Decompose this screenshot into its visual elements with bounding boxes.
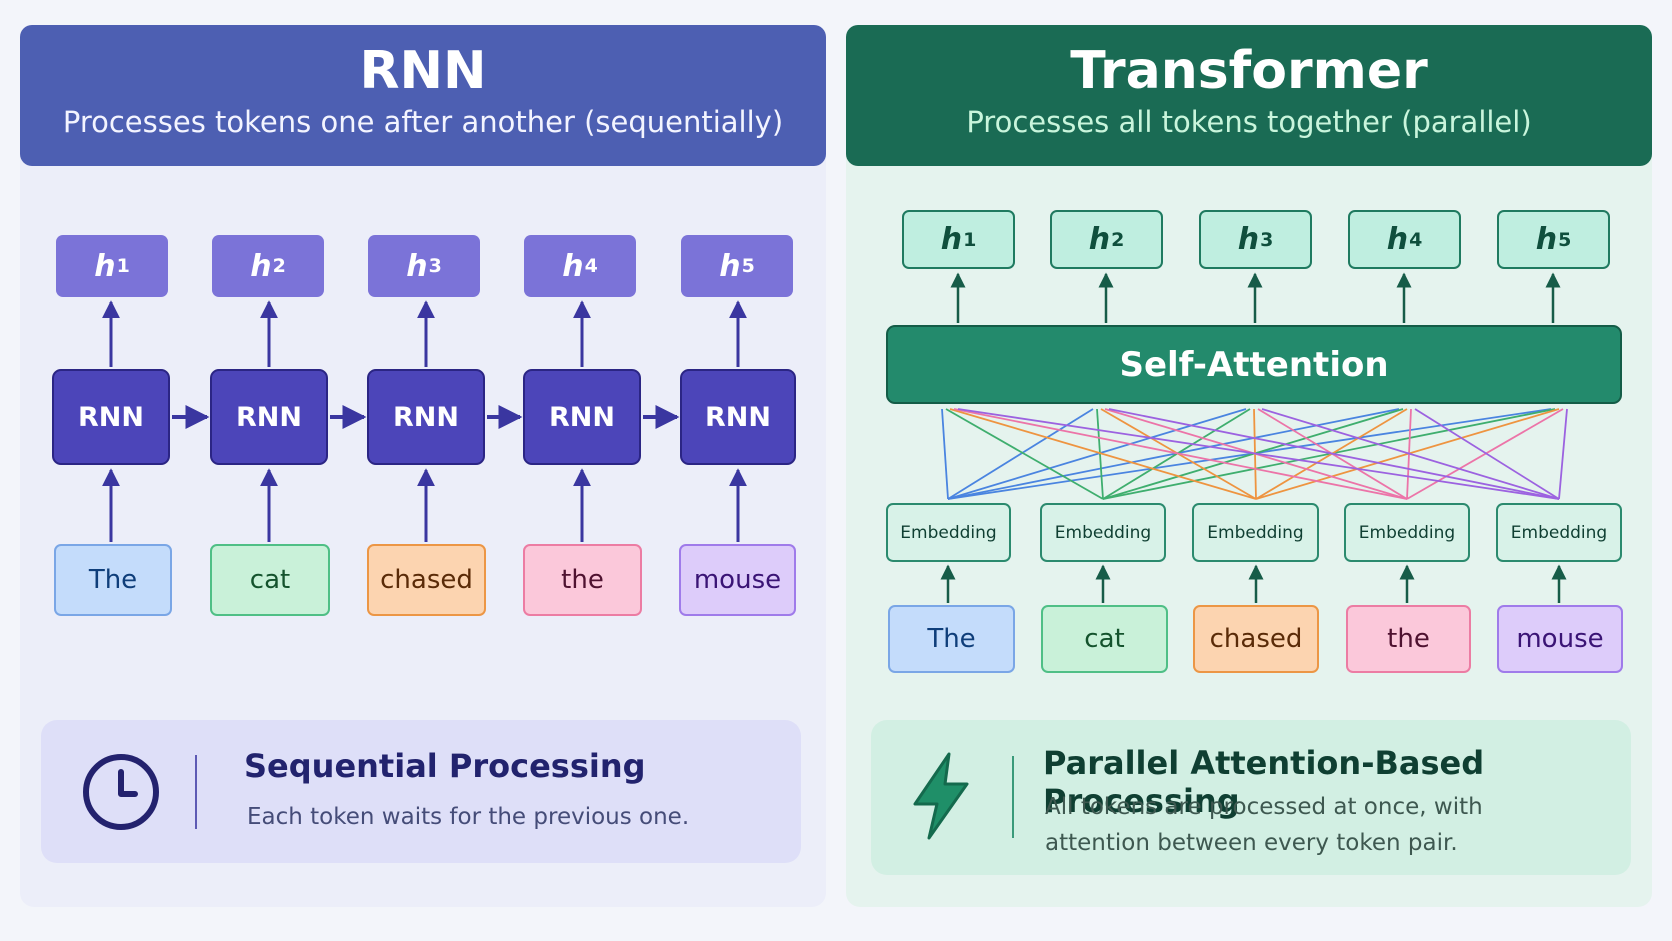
attention-connection-line: [1253, 408, 1257, 500]
rnn-header: RNN Processes tokens one after another (…: [20, 25, 826, 166]
transformer-token-5: mouse: [1497, 605, 1623, 673]
attention-connection-line: [1102, 408, 1556, 500]
embedding-2: Embedding: [1040, 503, 1166, 562]
attention-connection-line: [1102, 408, 1251, 500]
lightning-bolt-icon: [913, 752, 969, 840]
transformer-token-3: chased: [1193, 605, 1319, 673]
transformer-footer-divider: [1012, 756, 1014, 838]
rnn-footer-divider: [195, 755, 197, 829]
rnn-title: RNN: [359, 41, 487, 101]
rnn-token-2: cat: [210, 544, 330, 616]
attention-connection-line: [1261, 408, 1560, 500]
attention-connection-line: [947, 408, 1400, 500]
rnn-token-4: the: [523, 544, 642, 616]
rnn-footer-card: Sequential Processing Each token waits f…: [41, 720, 801, 863]
attention-connection-line: [957, 408, 1560, 500]
transformer-token-4: the: [1346, 605, 1471, 673]
attention-connection-line: [1406, 408, 1564, 500]
attention-connection-line: [1096, 408, 1104, 500]
transformer-panel: Transformer Processes all tokens togethe…: [846, 25, 1652, 907]
rnn-cell-2: RNN: [210, 369, 328, 465]
attention-connection-line: [953, 408, 1408, 500]
attention-connection-line: [947, 408, 1552, 500]
attention-connection-line: [1104, 408, 1408, 500]
attention-connection-line: [945, 408, 1104, 500]
attention-connection-line: [949, 408, 1257, 500]
attention-connection-line: [941, 408, 949, 500]
rnn-cell-4: RNN: [523, 369, 641, 465]
rnn-token-1: The: [54, 544, 172, 616]
attention-connection-line: [1255, 408, 1408, 500]
attention-connection-line: [1255, 408, 1560, 500]
attention-connection-line: [1406, 408, 1412, 500]
rnn-subtitle: Processes tokens one after another (sequ…: [62, 105, 784, 139]
rnn-cell-3: RNN: [367, 369, 485, 465]
attention-connection-line: [1558, 408, 1568, 500]
transformer-header: Transformer Processes all tokens togethe…: [846, 25, 1652, 166]
attention-connection-line: [947, 408, 1247, 500]
clock-icon: [83, 754, 159, 830]
rnn-footer-title: Sequential Processing: [244, 747, 646, 785]
attention-connection-line: [1102, 408, 1404, 500]
rnn-token-3: chased: [367, 544, 486, 616]
rnn-cell-5: RNN: [680, 369, 796, 465]
embedding-4: Embedding: [1344, 503, 1470, 562]
embedding-5: Embedding: [1496, 503, 1622, 562]
attention-connection-line: [1100, 408, 1257, 500]
transformer-footer-description: All tokens are processed at once, with a…: [1045, 794, 1483, 856]
embedding-3: Embedding: [1192, 503, 1319, 562]
rnn-footer-description: Each token waits for the previous one.: [247, 804, 690, 830]
transformer-token-1: The: [888, 605, 1015, 673]
transformer-footer-title: Parallel Attention-Based Processing: [1043, 744, 1485, 820]
self-attention-block: Self-Attention: [886, 325, 1622, 404]
transformer-subtitle: Processes all tokens together (parallel): [966, 105, 1532, 139]
rnn-panel: RNN Processes tokens one after another (…: [20, 25, 826, 907]
attention-connection-line: [1414, 408, 1560, 500]
embedding-1: Embedding: [886, 503, 1011, 562]
attention-connection-line: [1257, 408, 1408, 500]
transformer-footer-card: Parallel Attention-Based Processing All …: [871, 720, 1631, 875]
attention-connection-line: [1108, 408, 1560, 500]
rnn-token-5: mouse: [679, 544, 796, 616]
rnn-cell-1: RNN: [52, 369, 170, 465]
transformer-token-2: cat: [1041, 605, 1168, 673]
transformer-title: Transformer: [1070, 41, 1428, 101]
attention-connection-line: [947, 408, 1094, 500]
